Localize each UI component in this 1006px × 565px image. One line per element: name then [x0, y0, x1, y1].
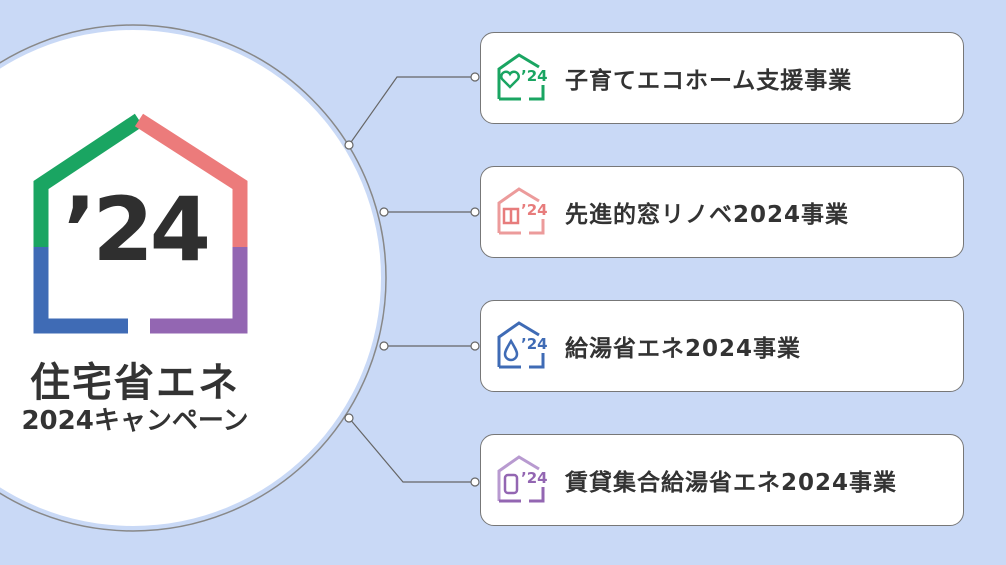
program-card-window[interactable]: ’24 先進的窓リノベ2024事業 [480, 166, 964, 258]
connector-dot [379, 207, 389, 217]
water-heater-house-icon: ’24 [495, 451, 553, 509]
connector-dot [470, 341, 480, 351]
connector-dot [470, 207, 480, 217]
program-label: 先進的窓リノベ2024事業 [565, 202, 850, 228]
logo-subtitle: 2024キャンペーン [21, 406, 249, 436]
program-label: 賃貸集合給湯省エネ2024事業 [565, 470, 898, 496]
heart-house-icon: ’24 [495, 49, 553, 107]
window-house-icon: ’24 [495, 183, 553, 241]
connector-dot [344, 140, 354, 150]
connector-dot [379, 341, 389, 351]
water-drop-house-icon: ’24 [495, 317, 553, 375]
program-card-rental[interactable]: ’24 賃貸集合給湯省エネ2024事業 [480, 434, 964, 526]
connector-dot [470, 477, 480, 487]
svg-text:’24: ’24 [521, 67, 548, 85]
logo-year: ’24 [63, 178, 211, 281]
logo-title: 住宅省エネ [30, 360, 240, 406]
program-label: 給湯省エネ2024事業 [565, 336, 802, 362]
house-logo-icon [33, 113, 248, 334]
connector-line-1 [348, 76, 475, 146]
program-card-water-heater[interactable]: ’24 給湯省エネ2024事業 [480, 300, 964, 392]
svg-text:’24: ’24 [521, 201, 548, 219]
outer-ring [0, 24, 387, 532]
connector-line-4 [348, 417, 475, 483]
svg-text:’24: ’24 [521, 335, 548, 353]
program-label: 子育てエコホーム支援事業 [565, 68, 853, 94]
connector-dot [344, 413, 354, 423]
svg-text:’24: ’24 [521, 469, 548, 487]
connector-dot [470, 72, 480, 82]
program-card-kosodate[interactable]: ’24 子育てエコホーム支援事業 [480, 32, 964, 124]
